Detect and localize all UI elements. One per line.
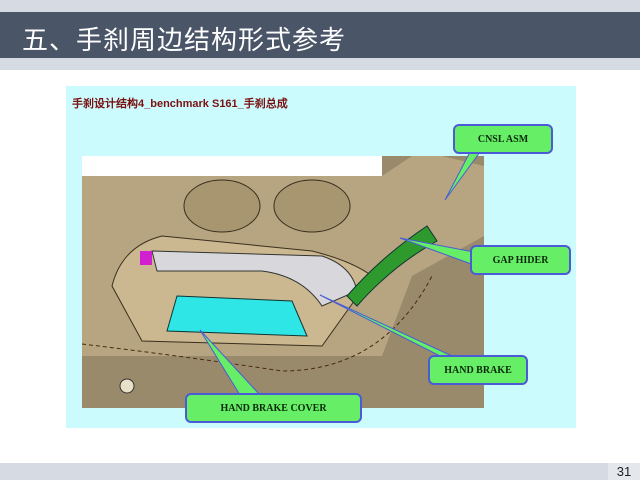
footer-band <box>0 463 640 480</box>
callout-cnsl-asm: CNSL ASM <box>453 124 553 154</box>
callout-gap-hider: GAP HIDER <box>470 245 571 275</box>
figure-caption: 手刹设计结构4_benchmark S161_手刹总成 <box>72 98 288 110</box>
callout-hand-brake: HAND BRAKE <box>428 355 528 385</box>
cad-model-image <box>82 156 484 408</box>
callout-hand-brake-cover: HAND BRAKE COVER <box>185 393 362 423</box>
slide-title: 五、手刹周边结构形式参考 <box>22 26 347 56</box>
sub-band <box>0 58 640 70</box>
page-number: 31 <box>608 463 640 480</box>
top-band <box>0 0 640 12</box>
title-bar: 五、手刹周边结构形式参考 <box>0 12 640 58</box>
